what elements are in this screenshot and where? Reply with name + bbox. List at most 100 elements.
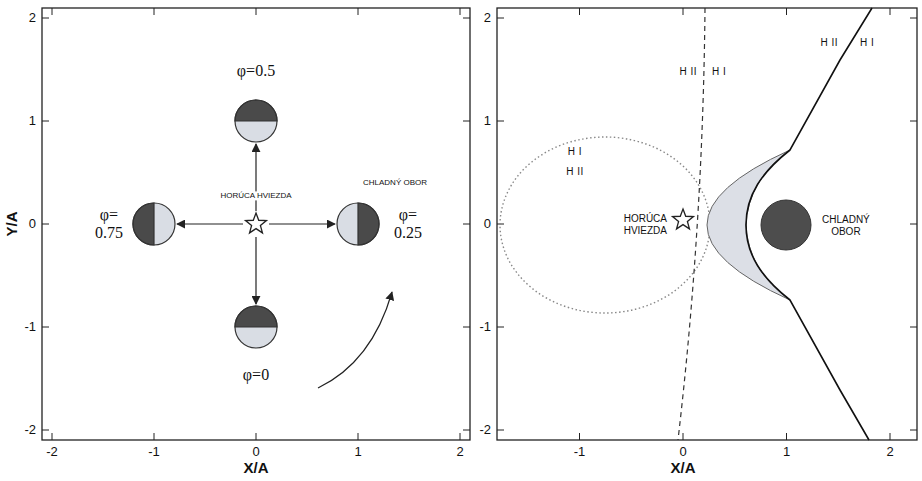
right-plot-frame (497, 8, 917, 440)
tick-mark (683, 433, 684, 440)
tick-mark (52, 8, 53, 15)
phase-circle: φ=0.5 (234, 99, 278, 143)
tick-mark (42, 430, 49, 431)
lit-half (235, 100, 277, 142)
object-label: HORÚCA HVIEZDA (218, 191, 293, 200)
phase-label: φ= 0.25 (394, 206, 422, 243)
night-half (133, 203, 154, 245)
hot-star: HORÚCA HVIEZDA (672, 209, 694, 231)
tick-mark (463, 327, 470, 328)
star-symbol (246, 213, 267, 233)
cool-giant: CHLADNÝ OBOR (760, 199, 812, 251)
night-half (358, 203, 379, 245)
phase-circle: φ=0 (234, 305, 278, 349)
region-label: H I (860, 37, 874, 49)
ionization-boundary-hyperbola (746, 8, 872, 440)
tick-mark (460, 433, 461, 440)
tick-mark (497, 121, 504, 122)
region-label: H II (679, 66, 697, 78)
tick-label: -2 (479, 423, 491, 438)
tick-mark (497, 327, 504, 328)
node-shape (234, 305, 278, 349)
tick-label: -2 (24, 423, 36, 438)
tick-mark (358, 8, 359, 15)
tick-label: 1 (354, 445, 361, 460)
tick-label: -1 (479, 320, 491, 335)
tick-mark (463, 18, 470, 19)
region-label: H I (568, 146, 582, 158)
tick-label: 0 (484, 217, 491, 232)
tick-mark (910, 18, 917, 19)
tick-mark (910, 121, 917, 122)
star-symbol (673, 209, 694, 229)
tick-label: 2 (456, 445, 463, 460)
tick-mark (910, 224, 917, 225)
tick-label: 0 (252, 445, 259, 460)
tick-mark (42, 121, 49, 122)
tick-mark (460, 8, 461, 15)
tick-mark (463, 430, 470, 431)
node-shape (672, 209, 694, 231)
object-label: CHLADNÝ OBOR (822, 214, 870, 237)
tick-mark (42, 327, 49, 328)
tick-mark (910, 327, 917, 328)
phase-circle: φ= 0.75 (132, 202, 176, 246)
lit-half (235, 306, 277, 348)
tick-mark (154, 8, 155, 15)
tick-mark (497, 430, 504, 431)
tick-label: -2 (46, 445, 58, 460)
tick-mark (579, 8, 580, 15)
lit-half (337, 203, 379, 245)
circle-outline (235, 306, 277, 348)
region-label: CHLADNÝ OBOR (363, 178, 427, 187)
night-half (235, 100, 277, 121)
axis-label: X/A (243, 459, 268, 476)
circle-outline (133, 203, 175, 245)
tick-label: 1 (29, 114, 36, 129)
tick-label: 2 (886, 445, 893, 460)
tick-label: 0 (679, 445, 686, 460)
tick-label: 1 (484, 114, 491, 129)
region-label: H I (712, 66, 726, 78)
phase-arrow (255, 144, 256, 211)
dark-disc (761, 200, 811, 250)
tick-mark (497, 18, 504, 19)
phase-label: φ=0 (243, 366, 269, 384)
circle-outline (337, 203, 379, 245)
phase-circle: φ= 0.25 (336, 202, 380, 246)
tick-mark (256, 8, 257, 15)
node-shape (132, 202, 176, 246)
tick-label: -1 (24, 320, 36, 335)
node-shape (336, 202, 380, 246)
node-shape (234, 99, 278, 143)
tick-mark (256, 433, 257, 440)
node-shape (245, 213, 267, 235)
phase-arrow (269, 223, 335, 224)
tick-mark (463, 121, 470, 122)
ionization-boundary-dotted (500, 137, 710, 313)
phase-arrow (177, 223, 243, 224)
tick-label: 2 (29, 11, 36, 26)
tick-mark (683, 8, 684, 15)
region-label: H II (820, 37, 838, 49)
node-shape (760, 199, 812, 251)
tick-mark (890, 433, 891, 440)
tick-mark (154, 433, 155, 440)
phase-arrow (255, 237, 256, 304)
tick-label: -1 (574, 445, 586, 460)
tick-mark (786, 433, 787, 440)
tick-label: 2 (484, 11, 491, 26)
tick-mark (358, 433, 359, 440)
tick-mark (463, 224, 470, 225)
tick-label: 1 (783, 445, 790, 460)
axis-label: Y/A (3, 211, 20, 236)
hot-star: HORÚCA HVIEZDA (245, 213, 267, 235)
tick-mark (890, 8, 891, 15)
tick-mark (786, 8, 787, 15)
tick-mark (42, 224, 49, 225)
night-half (235, 306, 277, 327)
lit-half (133, 203, 175, 245)
tick-marks (42, 8, 917, 440)
circle-outline (235, 100, 277, 142)
region-label: H II (566, 166, 584, 178)
